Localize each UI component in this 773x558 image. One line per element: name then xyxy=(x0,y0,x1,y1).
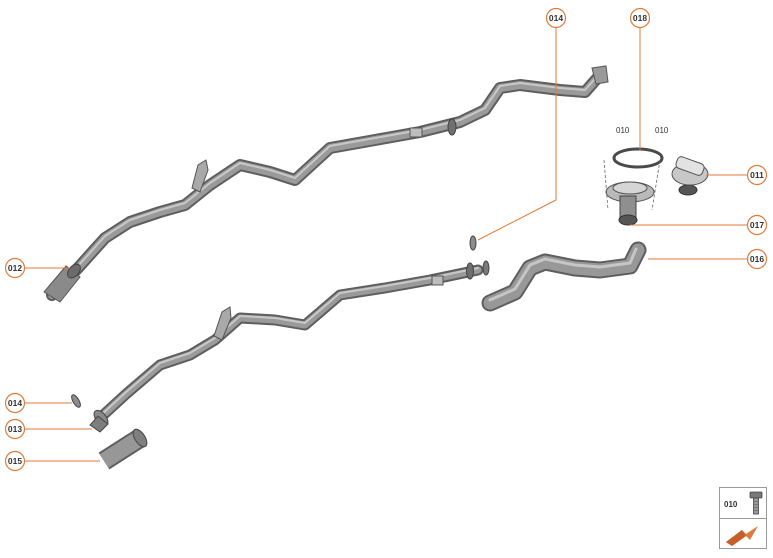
view-direction-arrow-icon xyxy=(726,526,758,546)
callout-label: 012 xyxy=(8,263,22,273)
callout-014-left: 014 xyxy=(4,392,26,414)
lower-pipe xyxy=(89,260,490,433)
callout-018: 018 xyxy=(629,7,651,29)
bolt-icon xyxy=(749,491,763,515)
callout-label: 014 xyxy=(549,13,563,23)
callout-label: 014 xyxy=(8,398,22,408)
callout-label: 013 xyxy=(8,424,22,434)
cap-011 xyxy=(671,156,709,196)
leader-lines xyxy=(24,27,757,462)
hose-016 xyxy=(481,241,647,312)
callout-label: 018 xyxy=(633,13,647,23)
hose-015 xyxy=(98,428,148,470)
callout-013: 013 xyxy=(4,418,26,440)
callout-014-top: 014 xyxy=(545,7,567,29)
callout-label: 011 xyxy=(750,170,764,180)
legend-divider xyxy=(720,518,766,519)
callout-017: 017 xyxy=(746,214,768,236)
callout-015: 015 xyxy=(4,450,26,472)
callout-012: 012 xyxy=(4,257,26,279)
callout-016: 016 xyxy=(746,248,768,270)
filler-neck-017 xyxy=(603,147,664,226)
o-ring-left xyxy=(71,394,81,408)
legend-box: 010 xyxy=(719,487,767,549)
callout-label: 017 xyxy=(750,220,764,230)
callout-label: 015 xyxy=(8,456,22,466)
legend-part-label: 010 xyxy=(724,500,738,509)
screw-label-left: 010 xyxy=(616,126,630,135)
screw-label-right: 010 xyxy=(655,126,669,135)
callout-011: 011 xyxy=(746,164,768,186)
o-ring-upper xyxy=(469,235,477,251)
callout-label: 016 xyxy=(750,254,764,264)
upper-pipe xyxy=(43,65,609,303)
